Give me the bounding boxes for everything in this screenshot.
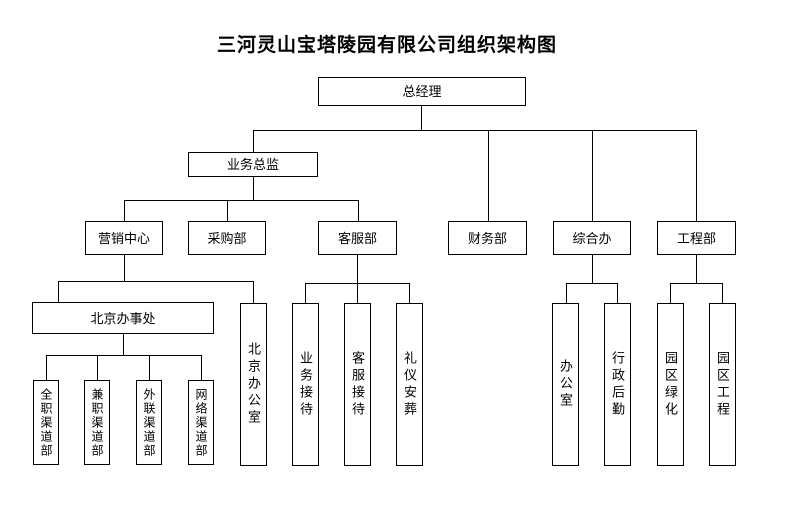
connector-line <box>253 281 254 303</box>
connector-line <box>670 283 723 284</box>
connector-line <box>566 283 567 303</box>
node-business-reception: 业务接待 <box>292 303 319 466</box>
node-purchasing-dept: 采购部 <box>188 221 266 255</box>
node-label: 客服接待 <box>350 350 365 419</box>
node-general-affairs-office: 综合办 <box>553 221 631 255</box>
connector-line <box>201 355 202 380</box>
connector-line <box>253 177 254 200</box>
node-label: 总经理 <box>402 84 442 99</box>
node-outreach-channel-dept: 外联渠道部 <box>136 380 162 465</box>
connector-line <box>124 200 125 221</box>
node-label: 北京办公室 <box>246 342 261 427</box>
connector-line <box>592 130 593 221</box>
connector-line <box>149 355 150 380</box>
connector-line <box>421 106 422 130</box>
node-label: 业务总监 <box>226 157 279 172</box>
connector-line <box>123 334 124 355</box>
node-label: 工程部 <box>676 230 716 246</box>
connector-line <box>357 283 358 303</box>
node-label: 礼仪安葬 <box>402 350 417 419</box>
node-engineering-dept: 工程部 <box>657 221 736 255</box>
node-label: 业务接待 <box>298 350 313 419</box>
connector-line <box>357 255 358 283</box>
node-fulltime-channel-dept: 全职渠道部 <box>33 380 59 465</box>
connector-line <box>617 283 618 303</box>
node-finance-dept: 财务部 <box>448 221 527 255</box>
node-label: 北京办事处 <box>90 310 156 326</box>
connector-line <box>124 200 359 201</box>
node-customer-service-dept: 客服部 <box>318 221 397 255</box>
node-label: 财务部 <box>467 230 507 246</box>
node-label: 采购部 <box>207 230 247 246</box>
node-general-manager: 总经理 <box>318 77 526 106</box>
node-label: 全职渠道部 <box>39 387 53 458</box>
connector-line <box>46 355 202 356</box>
connector-line <box>409 283 410 303</box>
node-marketing-center: 营销中心 <box>85 221 163 255</box>
node-label: 办公室 <box>558 359 573 410</box>
connector-line <box>58 281 59 302</box>
node-label: 网络渠道部 <box>194 387 208 458</box>
chart-title: 三河灵山宝塔陵园有限公司组织架构图 <box>216 35 557 56</box>
node-beijing-branch: 北京办事处 <box>32 302 214 334</box>
connector-line <box>305 283 306 303</box>
node-label: 综合办 <box>572 230 612 246</box>
node-business-director: 业务总监 <box>188 152 318 177</box>
node-funeral-ceremony: 礼仪安葬 <box>396 303 423 466</box>
connector-line <box>358 200 359 221</box>
connector-line <box>97 355 98 380</box>
node-label: 行政后勤 <box>610 350 625 419</box>
connector-line <box>253 130 697 131</box>
node-park-greening: 园区绿化 <box>657 303 684 466</box>
node-beijing-office: 北京办公室 <box>240 303 267 466</box>
node-label: 兼职渠道部 <box>90 387 104 458</box>
connector-line <box>488 130 489 221</box>
node-park-engineering: 园区工程 <box>709 303 736 466</box>
connector-line <box>670 283 671 303</box>
node-label: 园区工程 <box>715 350 730 419</box>
connector-line <box>227 200 228 221</box>
connector-line <box>46 355 47 380</box>
connector-line <box>696 130 697 221</box>
node-admin-logistics: 行政后勤 <box>604 303 631 466</box>
connector-line <box>124 255 125 281</box>
connector-line <box>253 130 254 153</box>
connector-line <box>722 283 723 303</box>
node-label: 营销中心 <box>97 230 150 246</box>
node-customer-reception: 客服接待 <box>344 303 371 466</box>
node-parttime-channel-dept: 兼职渠道部 <box>84 380 110 465</box>
connector-line <box>592 255 593 283</box>
connector-line <box>58 281 254 282</box>
node-label: 客服部 <box>337 230 377 246</box>
node-label: 园区绿化 <box>663 350 678 419</box>
connector-line <box>696 255 697 283</box>
connector-line <box>566 283 618 284</box>
node-network-channel-dept: 网络渠道部 <box>188 380 214 465</box>
node-label: 外联渠道部 <box>142 387 156 458</box>
node-office: 办公室 <box>552 303 579 466</box>
